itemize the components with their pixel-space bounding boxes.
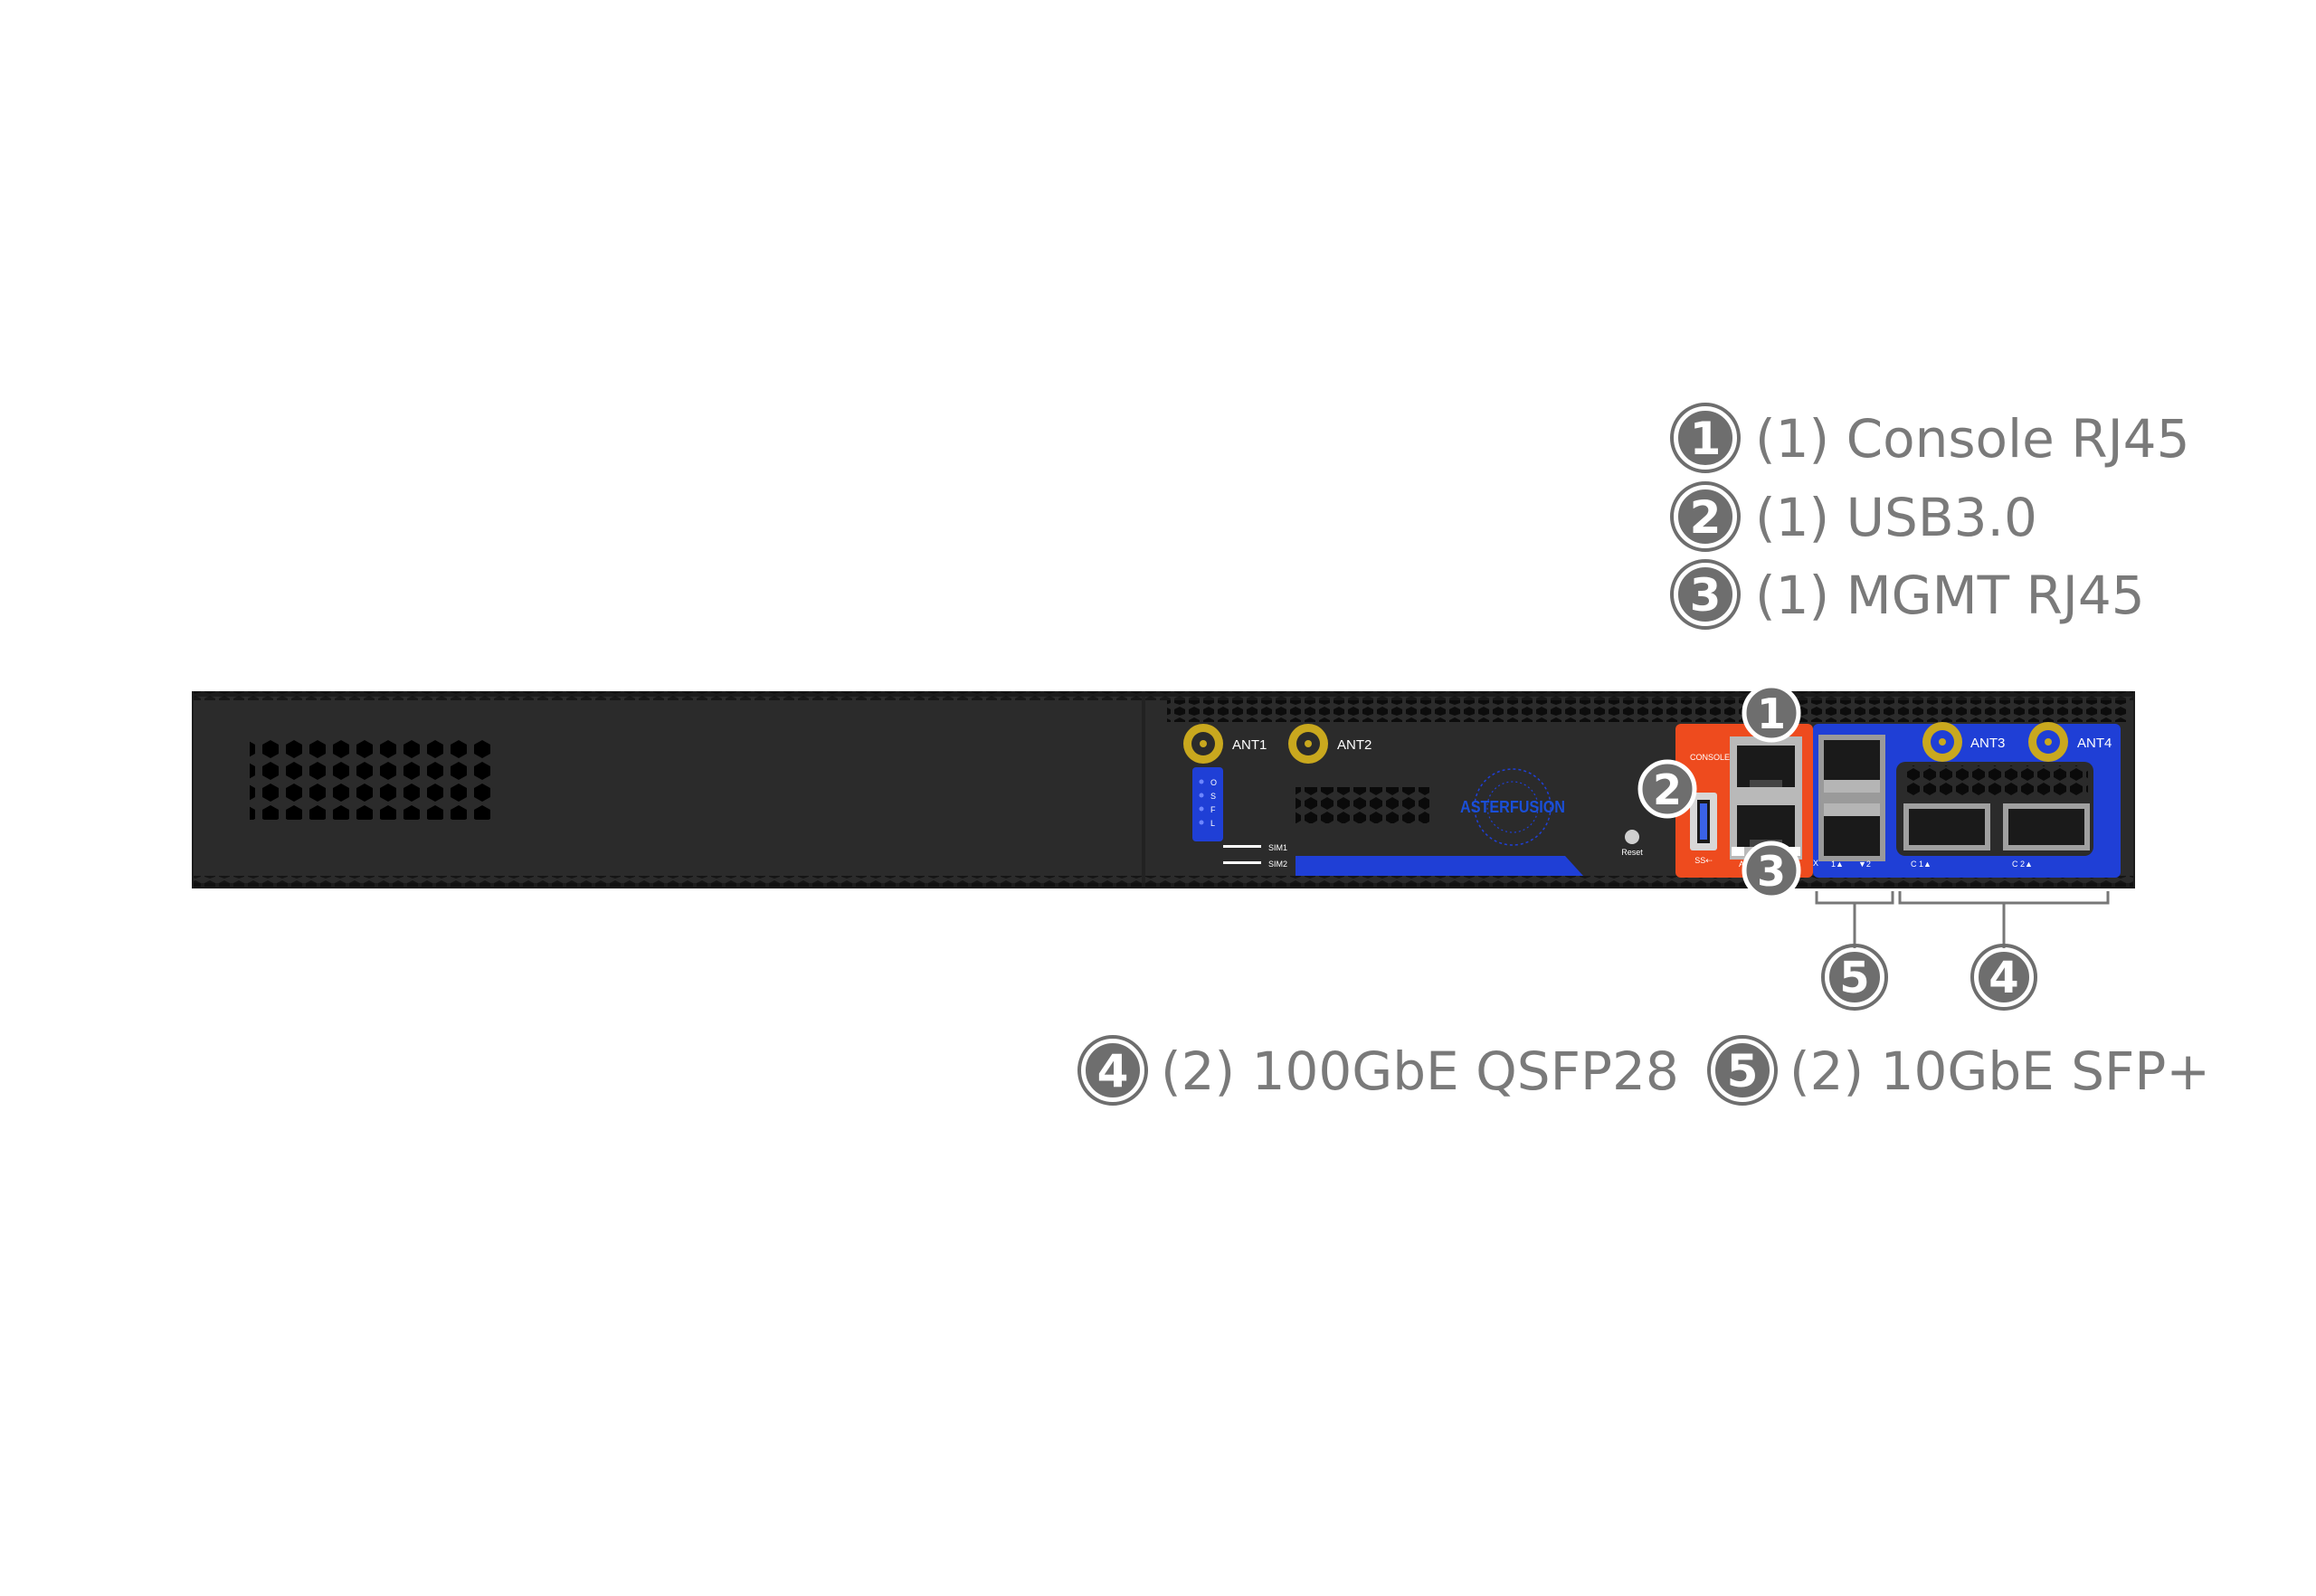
console-port-label: CONSOLE (1690, 753, 1730, 762)
legend-sfp: 5 (2) 10GbE SFP+ (1707, 1035, 2210, 1106)
brand-text: ASTERFUSION (1460, 798, 1565, 816)
led-s-label: S (1210, 792, 1216, 801)
sfp-port-2[interactable] (1818, 798, 1885, 861)
legend-qsfp: 4 (2) 100GbE QSFP28 (1077, 1035, 1679, 1106)
antenna-ant4: ANT4 (2028, 722, 2112, 762)
qsfp28-port-1[interactable] (1903, 803, 1990, 850)
legend-console-text: (1) Console RJ45 (1755, 408, 2189, 470)
callout-number-2: 2 (1690, 491, 1722, 544)
callout-circle-2 (1675, 486, 1736, 547)
device-callout-1: 1 (1742, 683, 1801, 743)
callout-circle-4 (1082, 1040, 1144, 1101)
qsfp-2-label: C 2▲ (2012, 860, 2033, 869)
sim-slots: SIM1 SIM2 (1223, 843, 1287, 869)
antenna-ant2: ANT2 (1288, 724, 1372, 764)
device-callout-number-5: 5 (1839, 953, 1869, 1003)
qsfp-bracket (1898, 891, 2110, 948)
callout-number-1: 1 (1690, 413, 1722, 465)
console-rj45-port[interactable] (1730, 736, 1802, 796)
legend-mgmt-text: (1) MGMT RJ45 (1755, 565, 2145, 626)
device-callout-2: 2 (1637, 759, 1697, 819)
device-callout-number-2: 2 (1653, 765, 1682, 814)
orange-panel: CONSOLE SS⇠ ACT (1675, 724, 1813, 878)
sim2-label: SIM2 (1268, 860, 1287, 869)
legend-qsfp-text: (2) 100GbE QSFP28 (1161, 1040, 1679, 1102)
blue-panel: X 1▲ ▼2 ANT3 ANT4 C 1▲ C 2▲ (1813, 722, 2121, 878)
legend-usb-text: (1) USB3.0 (1755, 487, 2037, 548)
reset-button[interactable]: Reset (1621, 830, 1643, 857)
ant4-label: ANT4 (2077, 736, 2112, 751)
device-callout-number-4: 4 (1989, 953, 2018, 1003)
sfp-port-1[interactable] (1818, 735, 1885, 798)
antenna-ant1: ANT1 (1183, 724, 1267, 764)
sfp-bracket (1815, 891, 1894, 948)
antenna-ant3: ANT3 (1922, 722, 2005, 762)
callout-number-3: 3 (1690, 569, 1722, 622)
qsfp28-port-2[interactable] (2003, 803, 2090, 850)
usb-port[interactable] (1690, 793, 1717, 850)
device-callout-number-1: 1 (1757, 689, 1786, 738)
sfp-x-label: X (1813, 859, 1818, 868)
legend-mgmt: 3 (1) MGMT RJ45 (1670, 559, 2145, 630)
sim1-slot[interactable] (1223, 845, 1261, 848)
sfp-1-label: 1▲ (1831, 860, 1844, 869)
middle-vent-grille (1296, 787, 1429, 823)
top-vent-row (1167, 700, 2126, 722)
device-callout-5: 5 (1821, 944, 1888, 1011)
callout-circle-3 (1675, 564, 1736, 625)
led-f-label: F (1210, 805, 1216, 814)
callout-circle-5 (1712, 1040, 1773, 1101)
ant3-label: ANT3 (1970, 736, 2005, 751)
callout-circle-1 (1675, 407, 1736, 469)
callout-number-4: 4 (1097, 1045, 1129, 1097)
led-o-label: O (1210, 778, 1217, 787)
usb-port-label: SS⇠ (1694, 856, 1713, 865)
qsfp-1-label: C 1▲ (1911, 860, 1932, 869)
ant1-label: ANT1 (1232, 737, 1267, 753)
status-led-strip: O S F L (1192, 767, 1223, 841)
device-callout-3: 3 (1742, 841, 1801, 900)
legend-console: 1 (1) Console RJ45 (1670, 403, 2189, 473)
device-callout-number-3: 3 (1757, 847, 1786, 896)
reset-label: Reset (1621, 848, 1643, 857)
device-callout-4: 4 (1970, 944, 2037, 1011)
ant2-label: ANT2 (1337, 737, 1372, 753)
qsfp-vent (1903, 765, 2088, 796)
sim1-label: SIM1 (1268, 843, 1287, 852)
sim2-slot[interactable] (1223, 861, 1261, 864)
blue-accent-stripe (1296, 856, 1583, 876)
sfp-2-label: ▼2 (1858, 860, 1871, 869)
legend-sfp-text: (2) 10GbE SFP+ (1789, 1040, 2210, 1102)
left-vent-grille (250, 740, 490, 820)
legend-usb: 2 (1) USB3.0 (1670, 481, 2037, 552)
bottom-vent-row (194, 876, 2133, 887)
led-l-label: L (1210, 819, 1215, 828)
brand-logo: ASTERFUSION (1460, 768, 1565, 846)
callout-number-5: 5 (1727, 1045, 1759, 1097)
